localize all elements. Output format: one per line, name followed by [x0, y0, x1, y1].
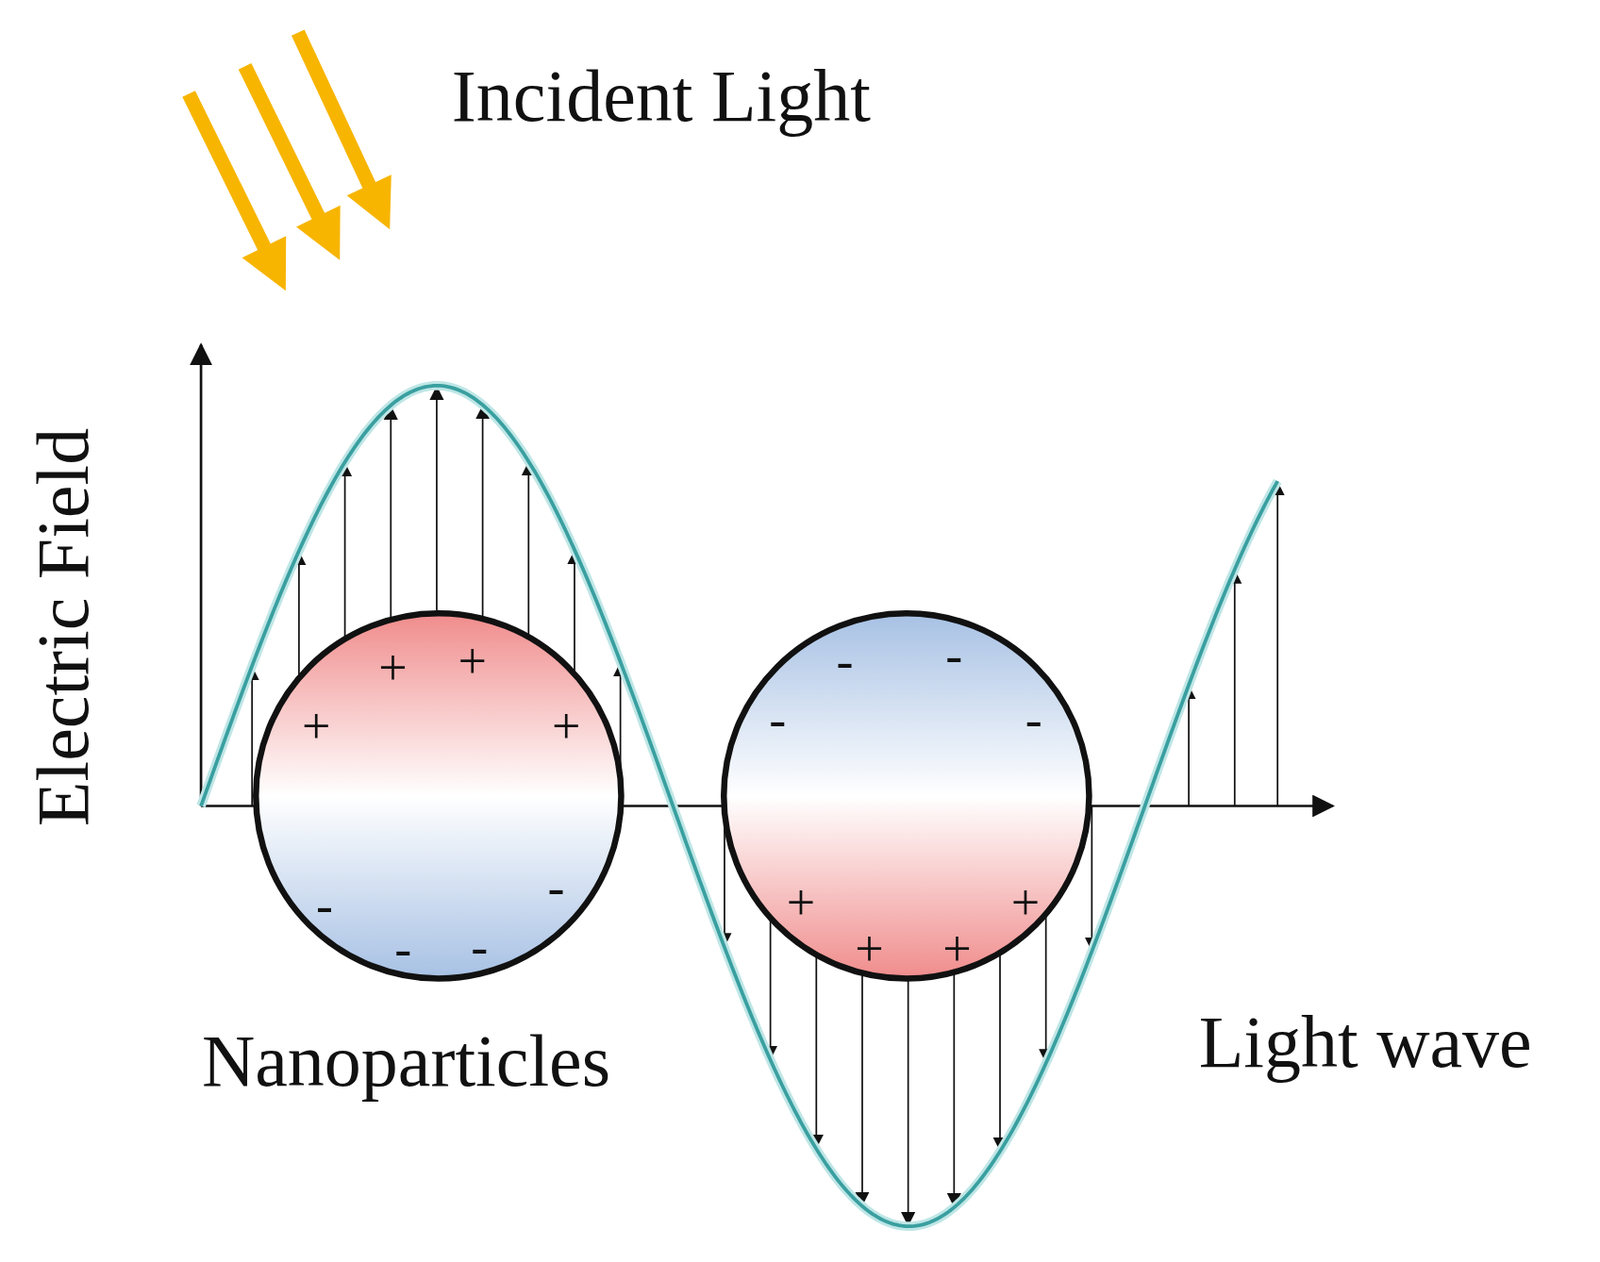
- charge-sign: +: [942, 923, 971, 975]
- wave-glow: [200, 385, 1278, 1227]
- charge-sign: +: [786, 877, 816, 929]
- light-ray-head: [296, 205, 341, 261]
- field-vector: [1233, 569, 1236, 807]
- charge-sign: -: [394, 923, 412, 975]
- particle-outline: [252, 610, 625, 983]
- sine-wave: [200, 385, 1278, 1227]
- incident-light-label: Incident Light: [451, 57, 871, 135]
- light-ray: [298, 33, 371, 190]
- charge-sign: +: [1011, 877, 1040, 929]
- particle-circle: [723, 613, 1089, 979]
- charge-sign: -: [1025, 694, 1043, 746]
- field-vector: [250, 666, 253, 806]
- particle-label: Nanoparticles: [201, 1022, 611, 1100]
- light-ray-head: [242, 235, 287, 291]
- charge-sign: -: [470, 921, 488, 973]
- charge-sign: -: [768, 694, 786, 746]
- charge-sign: +: [551, 700, 581, 752]
- axis-label: Electric Field: [24, 428, 102, 827]
- charge-sign: -: [836, 635, 854, 687]
- wave-label: Light wave: [1199, 1003, 1533, 1082]
- charge-sign: +: [301, 700, 331, 752]
- light-ray: [188, 94, 267, 251]
- charge-sign: +: [458, 635, 487, 687]
- charge-sign: +: [378, 642, 407, 694]
- light-ray: [245, 66, 321, 220]
- charge-sign: -: [945, 630, 963, 682]
- field-vector: [1090, 806, 1093, 952]
- light-ray-head: [347, 174, 392, 230]
- y-axis: [200, 345, 203, 807]
- charge-sign: -: [316, 880, 334, 932]
- nanoparticle: + + + + - - - -: [252, 610, 625, 983]
- charge-sign: +: [854, 923, 884, 975]
- wave-line: [200, 385, 1278, 1227]
- incident-light-arrows: [188, 33, 392, 292]
- charge-sign: -: [547, 862, 565, 914]
- nanoparticle: ----++++: [720, 610, 1093, 983]
- field-vector: [1187, 684, 1190, 806]
- field-vector: [1276, 481, 1279, 806]
- particle-circle: [255, 613, 621, 979]
